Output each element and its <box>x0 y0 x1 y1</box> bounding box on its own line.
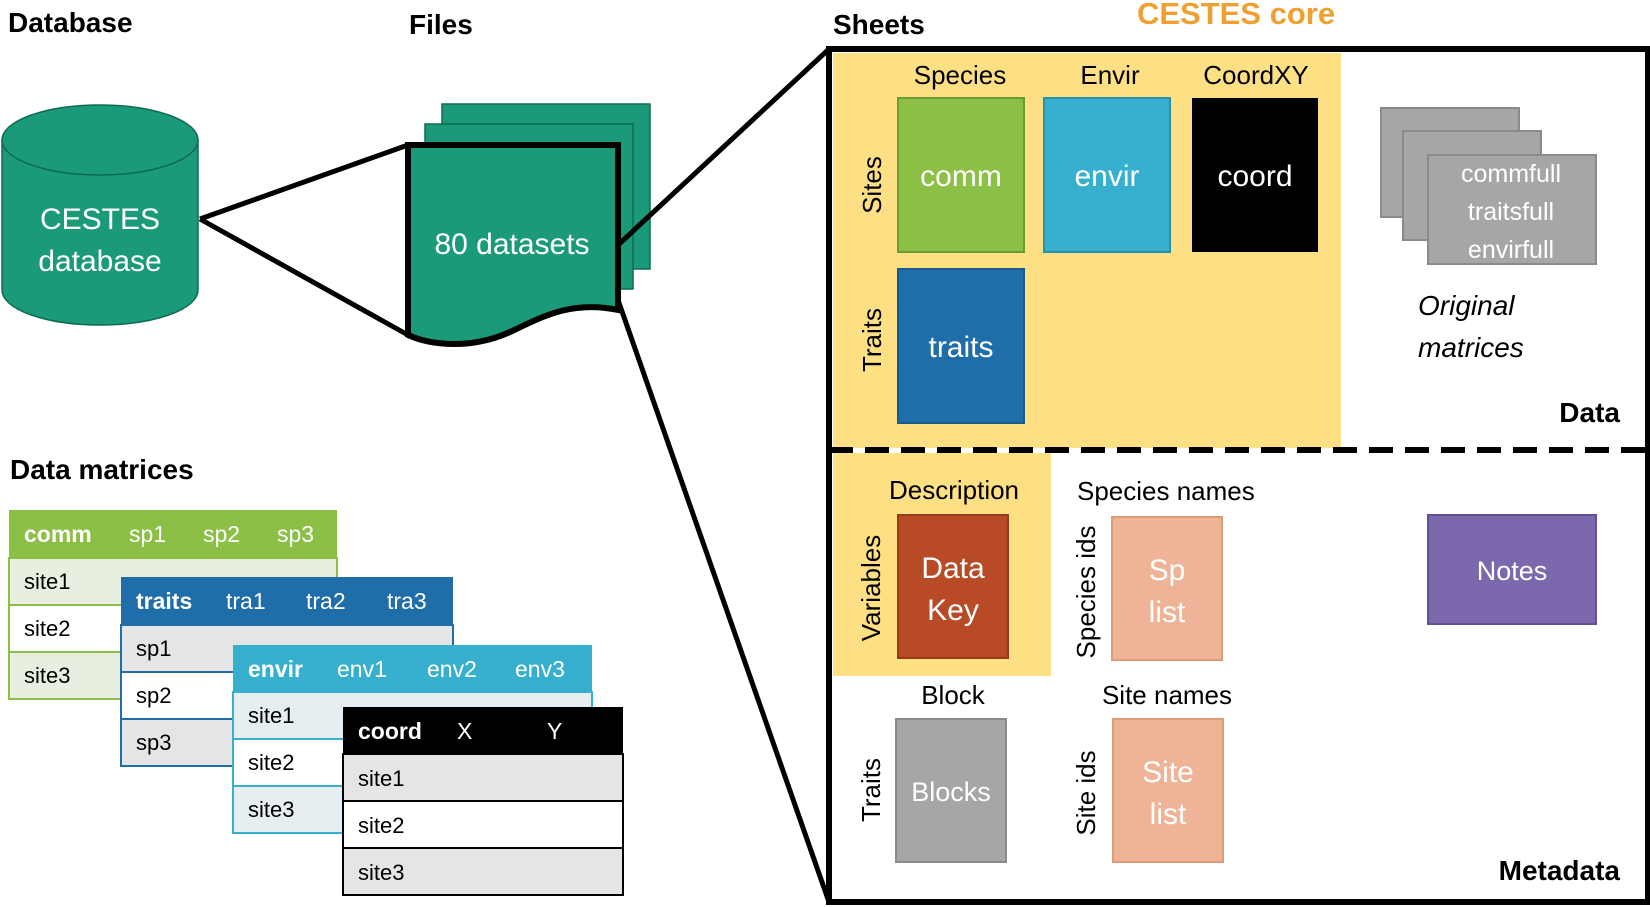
files-to-sheets-connector <box>615 47 832 903</box>
envir-row-3: site3 <box>248 797 294 822</box>
traits-col-3: tra3 <box>387 588 427 614</box>
sp-list-line2: list <box>1149 596 1186 629</box>
database-label-line1: CESTES <box>40 203 160 236</box>
envir-sheet-label: envir <box>1074 160 1139 193</box>
original-matrices-label-line1: Original <box>1418 290 1515 321</box>
envir-row-1: site1 <box>248 703 294 728</box>
row-label-traits: Traits <box>857 308 887 372</box>
traits-table-name: traits <box>136 588 192 614</box>
site-list-line1: Site <box>1142 756 1194 789</box>
traits-sheet <box>897 268 1025 424</box>
coord-sheet-label: coord <box>1217 160 1292 193</box>
notes-label: Notes <box>1477 556 1548 586</box>
comm-col-3: sp3 <box>277 521 314 547</box>
metadata-traits-label: Traits <box>856 758 886 822</box>
database-header: Database <box>8 7 133 38</box>
sp-list-line1: Sp <box>1149 554 1186 587</box>
traits-sheet-label: traits <box>928 331 993 364</box>
data-key-line1: Data <box>921 552 985 585</box>
database-cylinder: CESTES database <box>1 104 199 326</box>
envir-col-3: env3 <box>515 656 565 682</box>
comm-table-name: comm <box>24 521 92 547</box>
sheets-header: Sheets <box>833 9 925 40</box>
database-label-line2: database <box>38 245 161 278</box>
original-matrices-stack: commfull traitsfull envirfull <box>1380 107 1597 265</box>
original-matrices-label-line2: matrices <box>1418 332 1524 363</box>
blocks-sheet <box>895 718 1007 863</box>
metadata-section-label: Metadata <box>1499 855 1621 886</box>
files-stack: 80 datasets <box>405 103 651 347</box>
coord-row-1: site1 <box>358 766 404 791</box>
row-label-sites: Sites <box>857 156 887 214</box>
comm-row-3: site3 <box>24 663 70 688</box>
comm-sheet-label: comm <box>920 160 1002 193</box>
description-label: Description <box>889 475 1019 505</box>
species-ids-label: Species ids <box>1071 526 1101 659</box>
col-label-species: Species <box>914 60 1007 90</box>
data-matrices-header: Data matrices <box>10 454 194 485</box>
data-section-label: Data <box>1559 397 1620 428</box>
comm-col-2: sp2 <box>203 521 240 547</box>
site-list-line2: list <box>1150 798 1187 831</box>
database-to-files-connector <box>198 142 410 338</box>
block-label: Block <box>921 680 986 710</box>
envir-sheet <box>1043 97 1171 253</box>
data-key-line2: Key <box>927 594 979 627</box>
sp-list-sheet <box>1111 516 1223 661</box>
data-key-sheet <box>897 514 1009 659</box>
original-commfull: commfull <box>1461 160 1561 188</box>
species-names-label: Species names <box>1077 476 1255 506</box>
traits-row-1: sp1 <box>136 636 171 661</box>
notes-sheet <box>1427 514 1597 625</box>
coord-row-2: site2 <box>358 813 404 838</box>
files-label: 80 datasets <box>434 228 589 261</box>
traits-col-1: tra1 <box>226 588 266 614</box>
site-names-label: Site names <box>1102 680 1232 710</box>
variables-label: Variables <box>856 535 886 641</box>
envir-table-name: envir <box>248 656 303 682</box>
site-ids-label: Site ids <box>1071 750 1101 835</box>
coord-table-name: coord <box>358 718 422 744</box>
traits-row-3: sp3 <box>136 730 171 755</box>
site-list-sheet <box>1112 718 1224 863</box>
envir-col-2: env2 <box>427 656 477 682</box>
blocks-label: Blocks <box>911 777 991 807</box>
coord-table: coord X Y site1 site2 site3 <box>342 707 624 896</box>
coord-sheet <box>1192 98 1318 252</box>
coord-col-y: Y <box>547 718 562 744</box>
traits-row-2: sp2 <box>136 683 171 708</box>
col-label-coordxy: CoordXY <box>1203 60 1309 90</box>
original-envirfull: envirfull <box>1468 236 1554 264</box>
comm-col-1: sp1 <box>129 521 166 547</box>
sheets-panel: Species Envir CoordXY Sites Traits comm … <box>826 46 1650 905</box>
envir-row-2: site2 <box>248 750 294 775</box>
envir-col-1: env1 <box>337 656 387 682</box>
dataset-file-icon <box>405 142 621 347</box>
original-traitsfull: traitsfull <box>1468 198 1554 226</box>
comm-row-2: site2 <box>24 616 70 641</box>
comm-row-1: site1 <box>24 569 70 594</box>
col-label-envir: Envir <box>1080 60 1140 90</box>
comm-sheet <box>897 97 1025 253</box>
files-header: Files <box>409 9 473 40</box>
cestes-core-title: CESTES core <box>1137 0 1335 31</box>
coord-col-x: X <box>457 718 472 744</box>
coord-row-3: site3 <box>358 860 404 885</box>
traits-col-2: tra2 <box>306 588 346 614</box>
